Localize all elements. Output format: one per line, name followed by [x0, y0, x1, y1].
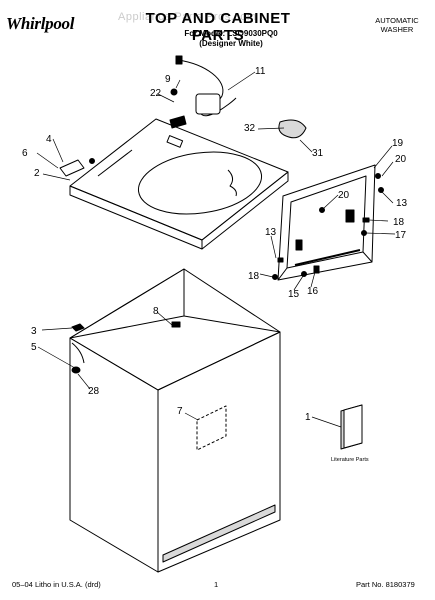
callout-15: 15	[288, 289, 300, 300]
literature-label: Literature Parts	[331, 457, 369, 463]
callout-5: 5	[31, 342, 37, 353]
product-type-line1: AUTOMATIC	[375, 16, 419, 25]
literature-booklet	[340, 404, 363, 450]
callout-20-right: 20	[395, 154, 407, 165]
callout-22: 22	[150, 88, 162, 99]
page-title: TOP AND CABINET PARTS	[145, 10, 291, 44]
callout-8: 9	[165, 74, 171, 85]
callout-1: 1	[305, 412, 311, 423]
model-info: For Model: LSQ9030PQ0 (Designer White)	[146, 29, 316, 49]
footer-page-number: 1	[214, 580, 219, 589]
callout-18-right: 18	[393, 217, 405, 228]
footer-litho: 05–04 Litho in U.S.A. (drd)	[12, 580, 101, 589]
product-type-line2: WASHER	[380, 25, 414, 34]
callout-6: 6	[22, 148, 28, 159]
hardware-parts	[59, 88, 384, 374]
callout-17: 16	[307, 286, 319, 297]
callout-13-right: 13	[396, 198, 408, 209]
wire-harness	[175, 55, 237, 117]
callout-11: 11	[255, 66, 266, 77]
cabinet	[69, 268, 281, 573]
callout-3: 3	[31, 326, 37, 337]
leader-lines	[36, 71, 396, 428]
callout-20-lid: 20	[338, 190, 350, 201]
brand-logo: Whirlpool	[6, 14, 75, 33]
callout-32: 32	[244, 123, 256, 134]
callout-31: 31	[312, 148, 324, 159]
callout-9-label: 8	[153, 306, 159, 317]
top-panel	[69, 118, 289, 250]
callout-7: 7	[177, 406, 183, 417]
product-type: AUTOMATIC WASHER	[362, 16, 432, 34]
callout-16: 17	[395, 230, 407, 241]
callout-28: 28	[88, 386, 100, 397]
footer-part-number: Part No. 8180379	[356, 580, 415, 589]
callout-19: 19	[392, 138, 404, 149]
callout-2: 2	[34, 168, 40, 179]
callout-4: 4	[46, 134, 52, 145]
callout-18-left: 18	[248, 271, 260, 282]
color-line: (Designer White)	[199, 39, 263, 48]
watermark: Appliance Parts Pros.com	[118, 11, 257, 23]
lid-assembly	[277, 164, 376, 281]
callout-13-left: 13	[265, 227, 277, 238]
callout-labels: 22 9 11 4 6 2 32 31 19 20 20 13 18 17 13…	[22, 66, 408, 463]
model-line: For Model: LSQ9030PQ0	[184, 29, 278, 38]
